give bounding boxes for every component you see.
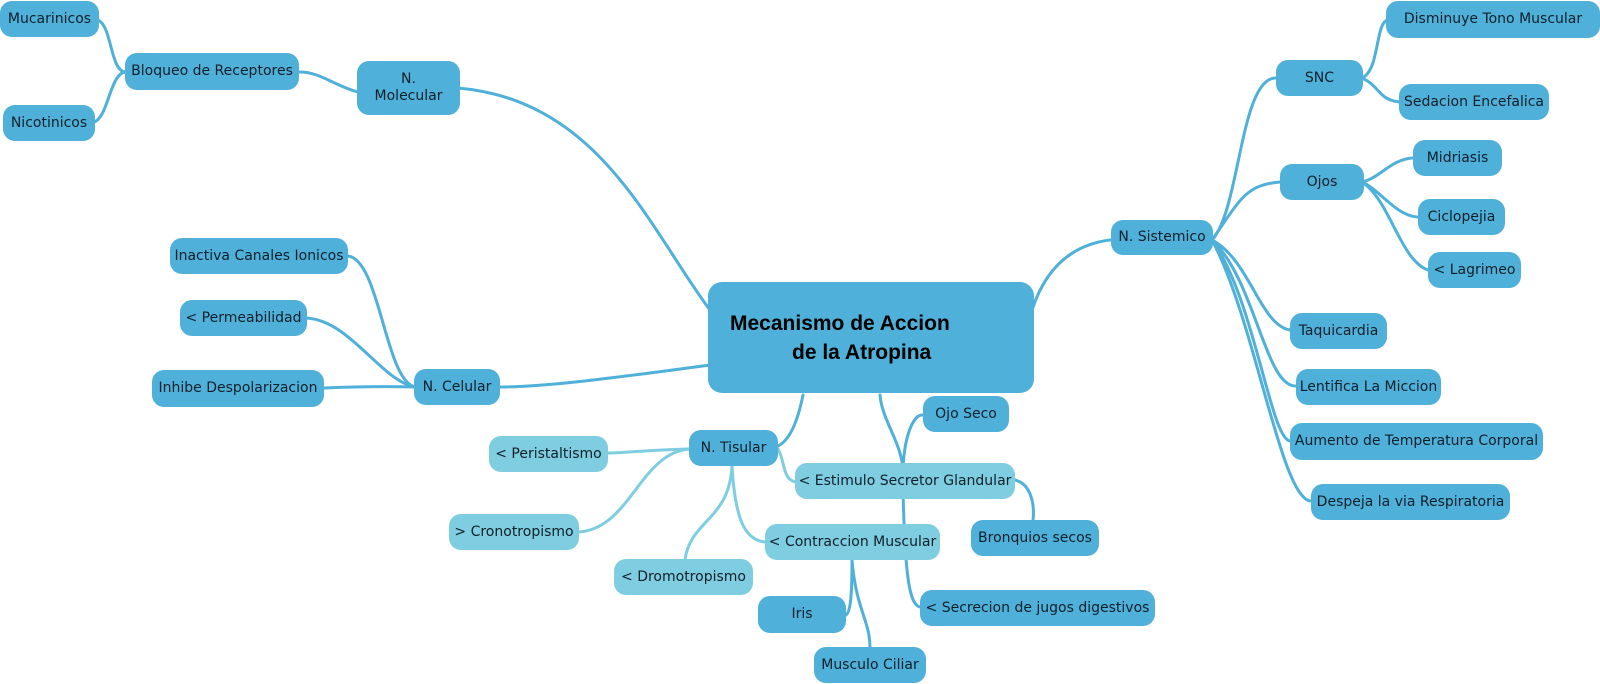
link-tisular-cronotropismo bbox=[576, 447, 692, 534]
node-n-celular[interactable]: N. Celular bbox=[414, 369, 500, 405]
link-tisular-peristaltismo bbox=[606, 447, 692, 455]
node-peristaltismo[interactable]: < Peristaltismo bbox=[489, 436, 608, 472]
node-lagrimeo[interactable]: < Lagrimeo bbox=[1428, 252, 1521, 288]
link-glandular-bronquios bbox=[1013, 478, 1035, 527]
node-despeja-via-respiratoria[interactable]: Despeja la via Respiratoria bbox=[1311, 484, 1510, 520]
central-topic-line2: de la Atropina bbox=[792, 340, 932, 364]
node-permeabilidad[interactable]: < Permeabilidad bbox=[180, 300, 307, 336]
link-snc-tono bbox=[1360, 18, 1390, 80]
node-ciclopejia[interactable]: Ciclopejia bbox=[1418, 199, 1505, 235]
link-celular-canales bbox=[346, 254, 417, 389]
link-contraccion-ciliar bbox=[850, 558, 872, 650]
node-estimulo-secretor-glandular[interactable]: < Estimulo Secretor Glandular bbox=[795, 463, 1015, 499]
link-tisular-contraccion bbox=[730, 463, 767, 544]
node-cronotropismo[interactable]: > Cronotropismo bbox=[449, 514, 579, 550]
node-midriasis[interactable]: Midriasis bbox=[1413, 140, 1502, 176]
link-sistemico-snc bbox=[1210, 76, 1277, 242]
node-sedacion-encefalica[interactable]: Sedacion Encefalica bbox=[1399, 84, 1549, 120]
node-nicotinicos[interactable]: Nicotinicos bbox=[3, 105, 95, 141]
link-ojos-midriasis bbox=[1360, 156, 1414, 184]
link-ojos-lagrimeo bbox=[1360, 180, 1430, 272]
node-n-tisular[interactable]: N. Tisular bbox=[689, 430, 778, 466]
node-n-sistemico[interactable]: N. Sistemico bbox=[1111, 220, 1213, 255]
link-root-tisular bbox=[776, 393, 805, 448]
node-taquicardia[interactable]: Taquicardia bbox=[1290, 313, 1387, 349]
node-lentifica-miccion[interactable]: Lentifica La Miccion bbox=[1296, 369, 1441, 405]
link-contraccion-iris bbox=[844, 558, 854, 617]
link-glandular-ojo-seco bbox=[901, 413, 924, 470]
link-sistemico-ojos bbox=[1210, 180, 1282, 242]
link-sistemico-taquicardia bbox=[1210, 238, 1292, 332]
link-celular-permeabilidad bbox=[304, 316, 417, 389]
link-celular-despolarizacion bbox=[322, 385, 417, 390]
link-tisular-dromotropismo bbox=[683, 463, 734, 562]
node-inactiva-canales-ionicos[interactable]: Inactiva Canales Ionicos bbox=[170, 238, 348, 274]
link-snc-sedacion bbox=[1360, 76, 1402, 104]
link-root-celular bbox=[498, 363, 712, 389]
central-topic-line1: Mecanismo de Accion bbox=[730, 311, 950, 335]
node-mucarinicos[interactable]: Mucarinicos bbox=[0, 1, 99, 37]
node-ojos[interactable]: Ojos bbox=[1280, 164, 1364, 200]
link-molecular-bloqueo bbox=[298, 70, 360, 94]
node-ojo-seco[interactable]: Ojo Seco bbox=[923, 396, 1009, 432]
node-aumento-temperatura-corporal[interactable]: Aumento de Temperatura Corporal bbox=[1290, 423, 1543, 460]
link-root-molecular bbox=[456, 86, 712, 312]
link-glandular-jugos bbox=[901, 488, 922, 609]
node-disminuye-tono-muscular[interactable]: Disminuye Tono Muscular bbox=[1386, 1, 1600, 38]
node-snc[interactable]: SNC bbox=[1276, 60, 1363, 96]
link-sistemico-temperatura bbox=[1210, 238, 1292, 443]
node-dromotropismo[interactable]: < Dromotropismo bbox=[614, 559, 753, 595]
link-sistemico-respiratoria bbox=[1210, 238, 1312, 503]
node-bloqueo-receptores[interactable]: Bloqueo de Receptores bbox=[125, 53, 299, 90]
node-inhibe-despolarizacion[interactable]: Inhibe Despolarizacion bbox=[152, 370, 324, 407]
central-topic-node[interactable]: Mecanismo de Accion de la Atropina bbox=[708, 282, 1034, 393]
node-secrecion-jugos-digestivos[interactable]: < Secrecion de jugos digestivos bbox=[920, 590, 1155, 626]
link-tisular-estimulo bbox=[776, 447, 798, 484]
link-root-sistemico bbox=[1030, 238, 1112, 312]
node-bronquios-secos[interactable]: Bronquios secos bbox=[971, 520, 1099, 556]
link-sistemico-miccion bbox=[1210, 238, 1297, 388]
link-bloqueo-nicotinicos bbox=[92, 70, 127, 124]
node-musculo-ciliar[interactable]: Musculo Ciliar bbox=[814, 647, 926, 683]
link-bloqueo-mucarinicos bbox=[96, 18, 127, 74]
link-root-glandular bbox=[878, 393, 905, 470]
node-n-molecular[interactable]: N. Molecular bbox=[357, 61, 460, 115]
node-iris[interactable]: Iris bbox=[758, 596, 846, 633]
node-contraccion-muscular[interactable]: < Contraccion Muscular bbox=[765, 524, 940, 560]
